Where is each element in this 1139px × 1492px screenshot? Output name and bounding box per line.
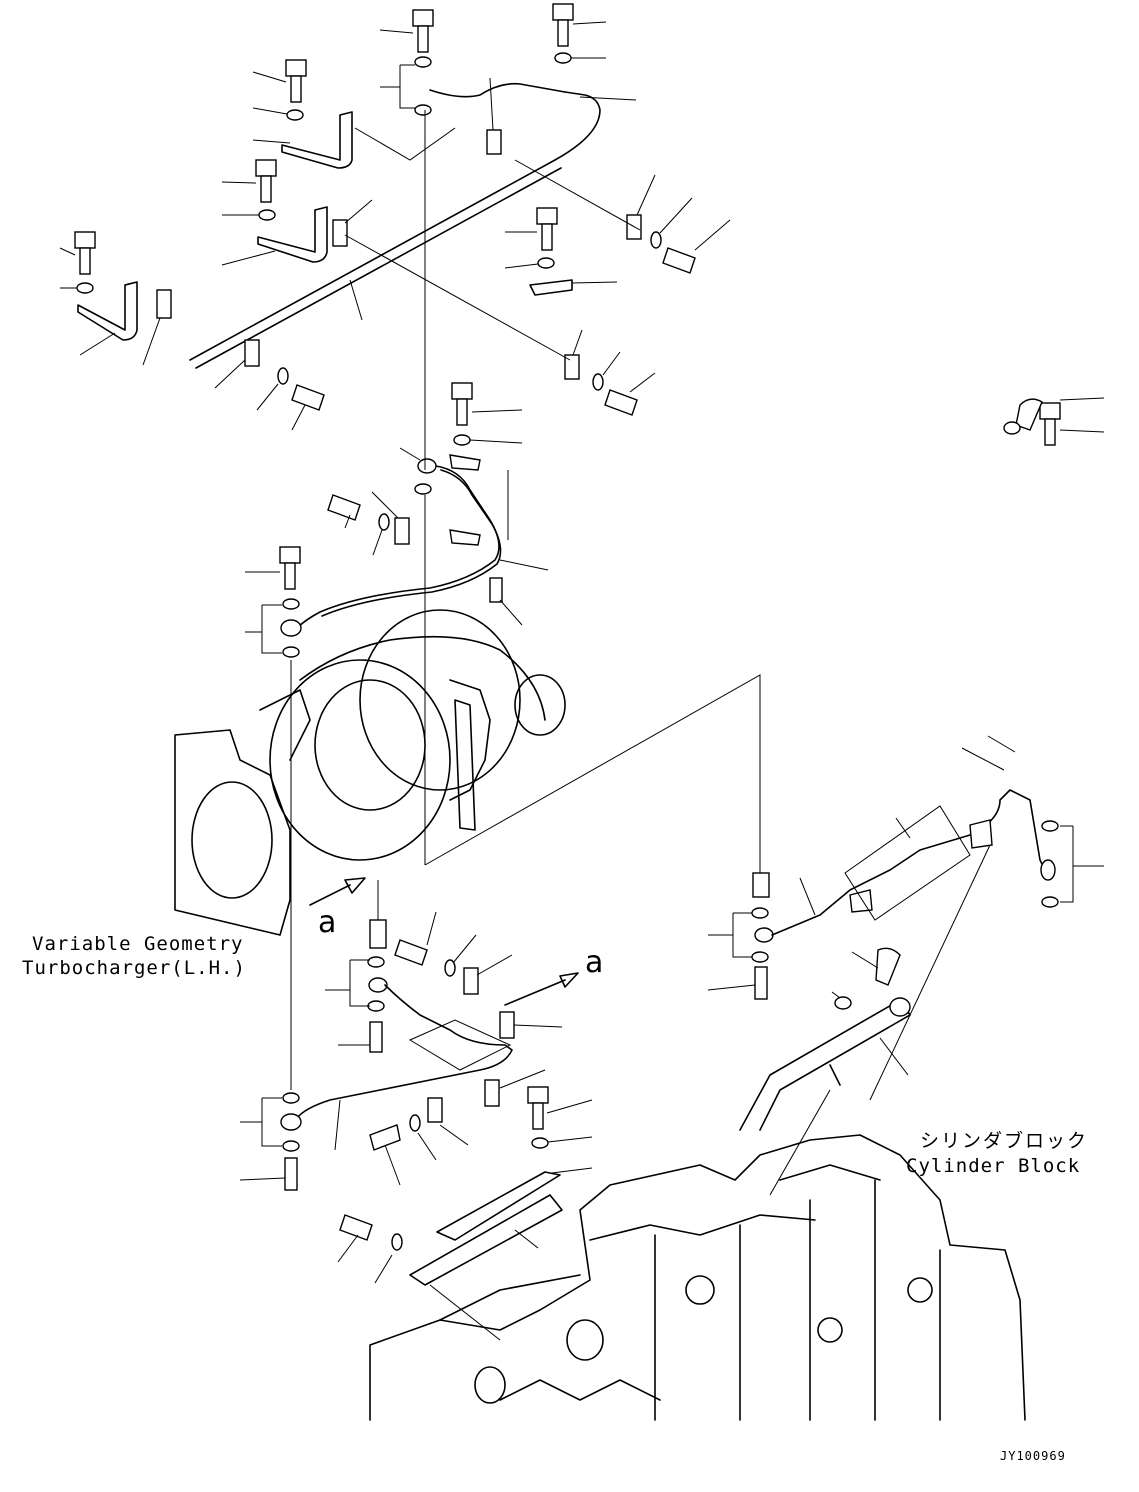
view-marker-a-left: a: [318, 905, 337, 940]
drawing-code: JY100969: [1000, 1449, 1066, 1463]
turbocharger-label-line1: Variable Geometry: [32, 933, 244, 955]
leader-lines: [59, 21, 1105, 1284]
lower-oil-tube: [261, 919, 579, 1191]
cylinder-block-label-en: Cylinder Block: [906, 1155, 1081, 1177]
right-oil-tube-assembly: [732, 789, 1074, 1196]
turbocharger-body: [174, 609, 761, 936]
upper-oil-tube-assembly: [156, 82, 642, 380]
cylinder-block-label-jp: シリンダブロック: [920, 1130, 1089, 1152]
turbocharger-label-line2: Turbocharger(L.H.): [22, 957, 246, 979]
middle-oil-tube: [261, 454, 509, 654]
bolts: [74, 3, 1061, 1241]
view-marker-a-right: a: [585, 945, 604, 980]
washers: [76, 52, 1059, 1251]
cylinder-block: [369, 1134, 1026, 1421]
upper-brackets: [77, 111, 573, 341]
lower-bracket: [409, 1171, 563, 1341]
